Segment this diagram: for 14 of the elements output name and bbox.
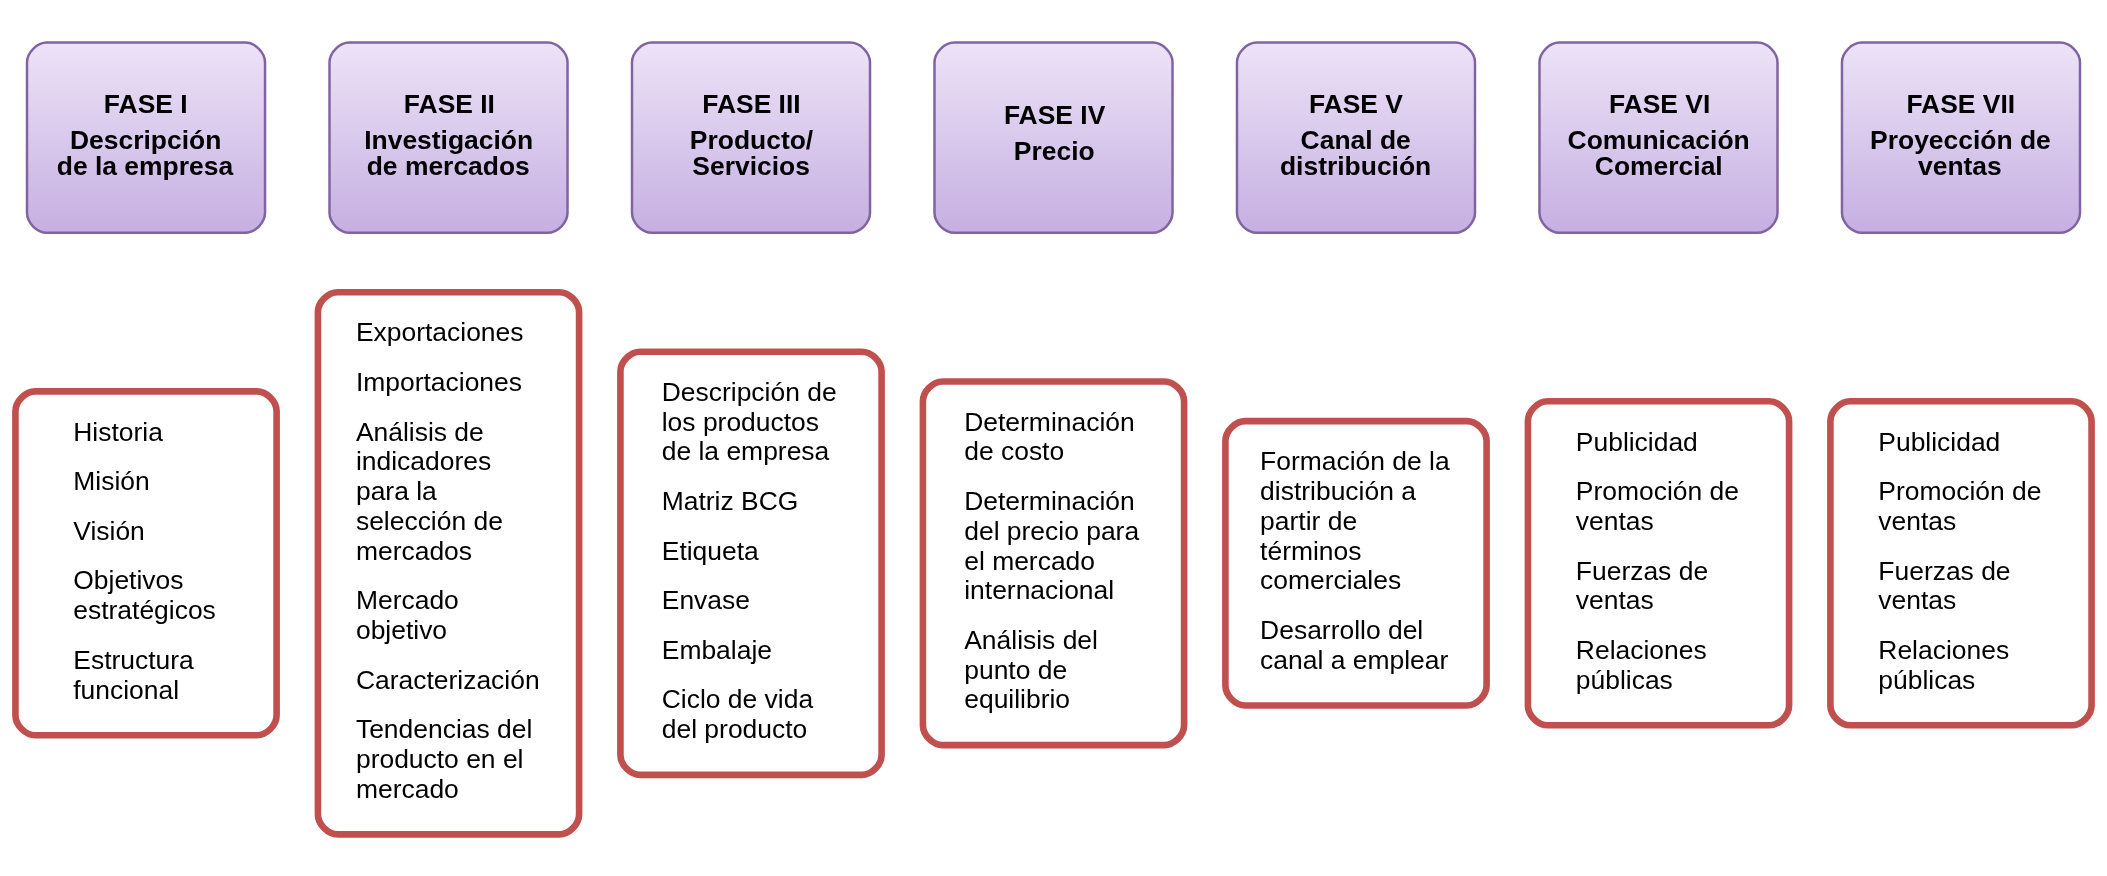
node-box: Publicidad Promoción de ventas Fuerzas de ventas Relaciones públicas xyxy=(1827,397,2095,729)
node-box: Exportaciones Importaciones Análisis de indicadores para la selección de mercados Mercado objetivo Caracterización Tendencias del producto en el mercado xyxy=(314,288,583,838)
node-box: FASE III Producto/ Servicios xyxy=(630,40,872,234)
node-box: FASE IV Precio xyxy=(933,40,1174,234)
node-box: FASE VII Proyección de ventas xyxy=(1840,40,2082,234)
node-box: Publicidad Promoción de ventas Fuerzas de ventas Relaciones públicas xyxy=(1524,397,1793,729)
node-box: FASE VI Comunicación Comercial xyxy=(1538,40,1779,234)
node-box: Determinación de costo Determinación del precio para el mercado internacional Análisis del punto de equilibrio xyxy=(919,377,1188,748)
node-box: FASE I Descripción de la empresa xyxy=(25,40,267,234)
node-box: Historia Misión Visión Objetivos estratégicos Estructura funcional xyxy=(12,387,280,738)
node-box: Descripción de los productos de la empresa Matriz BCG Etiqueta Envase Embalaje Ciclo de vida del producto xyxy=(617,347,885,778)
node-box: FASE V Canal de distribución xyxy=(1235,40,1477,234)
node-box: FASE II Investigación de mercados xyxy=(328,40,569,234)
node-box: Formación de la distribución a partir de términos comerciales Desarrollo del canal a emplear xyxy=(1222,417,1490,709)
